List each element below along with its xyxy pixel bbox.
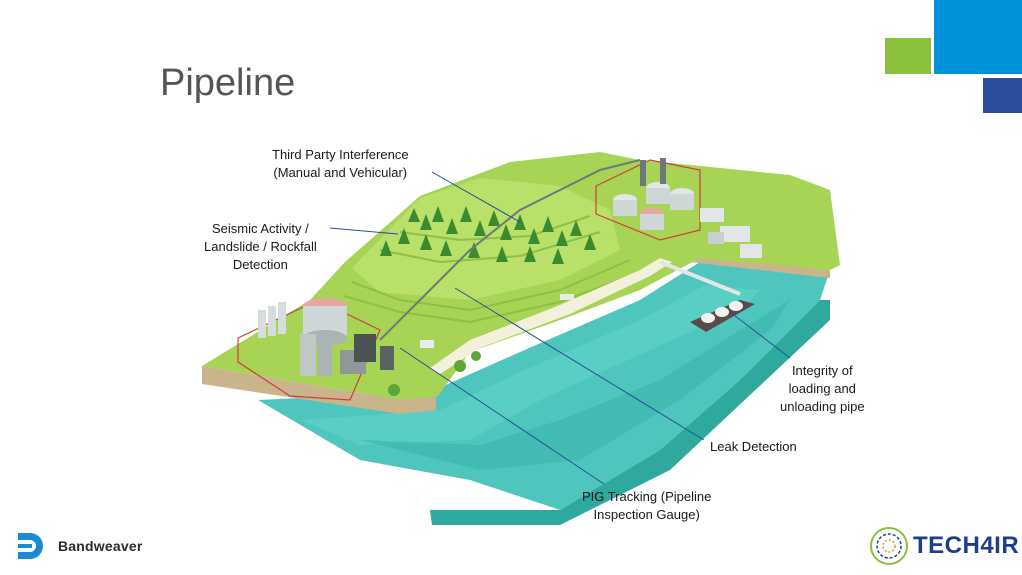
right-plant (613, 158, 762, 258)
binary-globe-icon (870, 527, 908, 565)
fence-zone-right (595, 159, 701, 241)
tanker-ship (690, 300, 755, 332)
leader-third-party (431, 171, 521, 223)
bandweaver-mark-icon (18, 533, 43, 559)
label-third-party-interference: Third Party Interference (Manual and Veh… (272, 147, 409, 180)
label-leak-detection: Leak Detection (710, 439, 797, 454)
leader-integrity (729, 311, 791, 359)
corner-square-blue (934, 0, 1022, 74)
roadside-trees (388, 351, 481, 396)
terrace-line (351, 259, 631, 312)
forest (380, 206, 596, 264)
jetty (659, 260, 741, 296)
water-ridge-1 (300, 285, 760, 445)
corner-square-green (885, 38, 931, 74)
page-title: Pipeline (160, 62, 296, 104)
water-ridge-2 (360, 300, 790, 470)
terrace-line (399, 215, 591, 242)
tech4ir-logo: TECH4IR (869, 526, 1019, 566)
land-side (202, 366, 436, 414)
leader-pig (399, 347, 605, 485)
corner-square-navy (983, 78, 1022, 113)
water-side (430, 300, 830, 525)
vehicle (560, 294, 574, 300)
land-side-right (690, 255, 830, 278)
label-pipe-integrity: Integrity of loading and unloading pipe (780, 363, 865, 414)
bandweaver-logo: Bandweaver (14, 529, 142, 563)
label-seismic-activity: Seismic Activity / Landslide / Rockfall … (204, 221, 317, 272)
vehicle (420, 340, 434, 348)
leader-seismic (329, 227, 399, 235)
road (430, 258, 672, 374)
leader-leak (454, 287, 705, 441)
label-pig-tracking: PIG Tracking (Pipeline Inspection Gauge) (582, 489, 712, 522)
pipeline-route (379, 159, 641, 341)
tech4ir-wordmark: TECH4IR (913, 532, 1020, 559)
left-plant (258, 298, 394, 376)
terrace-line (343, 271, 641, 324)
bandweaver-wordmark: Bandweaver (58, 538, 143, 554)
